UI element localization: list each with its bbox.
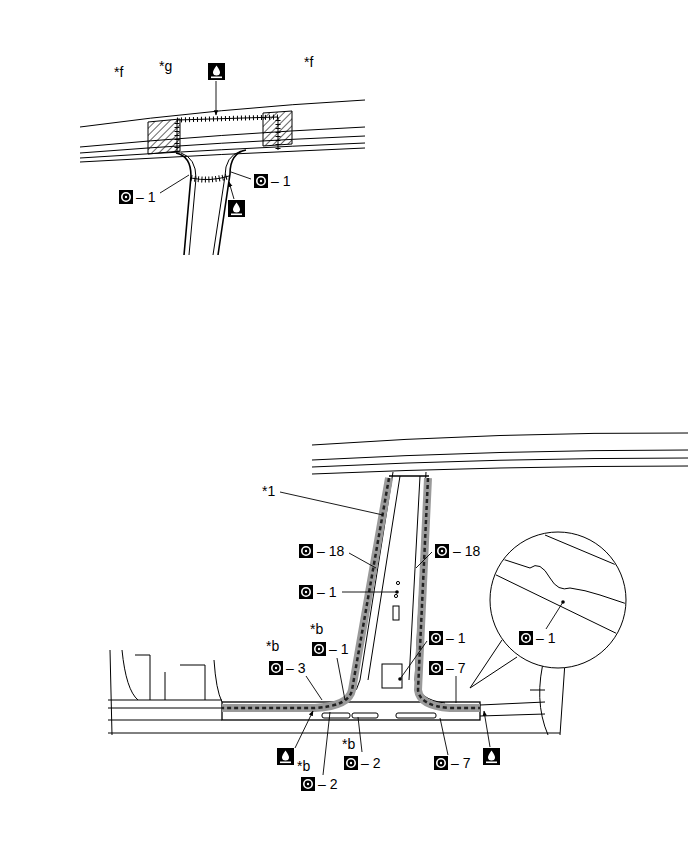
symbol-icon: [119, 63, 268, 217]
leader-line: [280, 492, 563, 775]
callout-number: – 2: [360, 755, 381, 771]
roof-rail-detail: [80, 100, 365, 255]
weld-line: [177, 117, 278, 180]
leader-line: [160, 81, 251, 199]
callout-number: – 7: [450, 755, 471, 771]
part-ref: *b: [341, 736, 356, 752]
callout-number: – 1: [328, 641, 349, 657]
side-body-view: [108, 433, 688, 735]
part-ref: *f: [113, 64, 124, 80]
callout-number: – 3: [285, 660, 306, 676]
hatched-area: [148, 111, 292, 154]
weld-point: [395, 590, 565, 681]
part-ref: *b: [296, 758, 311, 774]
callout-number: – 1: [535, 630, 556, 646]
callout-number: – 2: [317, 776, 338, 792]
symbol-icon: [269, 544, 533, 791]
part-ref: *1: [261, 483, 276, 499]
part-ref: *b: [265, 638, 280, 654]
magnified-view: [470, 532, 640, 688]
callout-number: – 18: [316, 543, 345, 559]
callout-number: – 1: [135, 189, 156, 205]
work-area: [222, 476, 480, 708]
callout-number: – 1: [445, 630, 466, 646]
part-ref: *b: [309, 621, 324, 637]
callout-number: – 18: [452, 543, 481, 559]
callout-number: – 1: [316, 584, 337, 600]
part-ref: *f: [303, 54, 314, 70]
part-ref: *g: [158, 58, 173, 74]
callout-number: – 1: [270, 173, 291, 189]
callout-number: – 7: [445, 660, 466, 676]
